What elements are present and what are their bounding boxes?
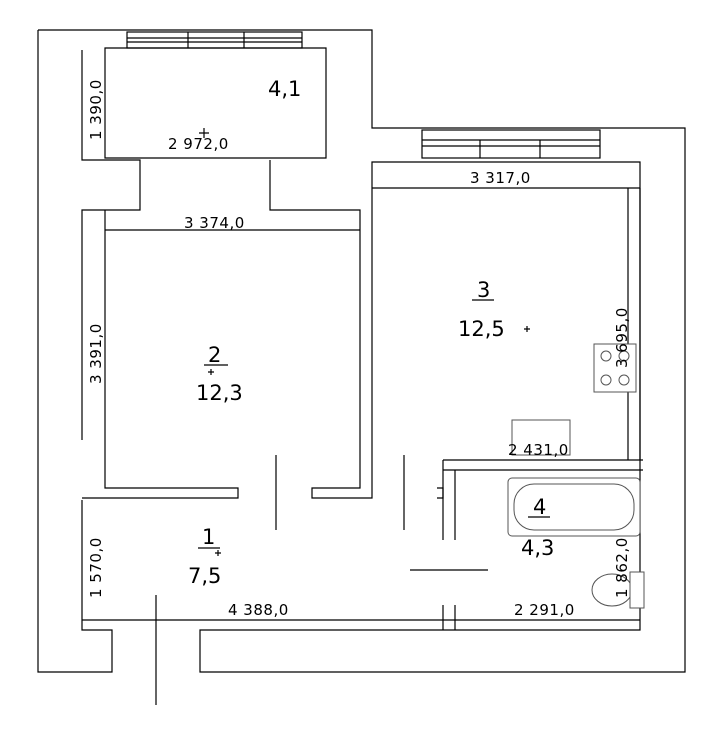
room-2-area: 12,3 xyxy=(196,381,243,405)
dim-room3-height: 3 695,0 xyxy=(613,307,631,368)
room-3-area: 12,5 xyxy=(458,317,505,341)
room-1-area: 7,5 xyxy=(188,564,221,588)
dim-balcony-height: 1 390,0 xyxy=(87,79,105,140)
window-room3 xyxy=(421,129,601,159)
room-4-number: 4 xyxy=(533,495,546,519)
dim-hall-width: 4 388,0 xyxy=(228,601,289,619)
room-1-number: 1 xyxy=(202,525,215,549)
room-markers xyxy=(198,128,550,556)
dim-room2-height: 3 391,0 xyxy=(87,323,105,384)
dim-bath-width: 2 291,0 xyxy=(514,601,575,619)
dim-room2-width: 3 374,0 xyxy=(184,214,245,232)
outer-walls xyxy=(37,29,686,673)
bathtub xyxy=(507,477,641,537)
kitchen-sink xyxy=(511,419,571,456)
room-4-area: 4,3 xyxy=(521,536,554,560)
door-lines xyxy=(155,455,488,705)
toilet xyxy=(591,571,645,609)
room-2-number: 2 xyxy=(208,343,221,367)
balcony-area: 4,1 xyxy=(268,77,301,101)
dim-hall-height: 1 570,0 xyxy=(87,537,105,598)
room-3-number: 3 xyxy=(477,278,490,302)
dim-room3-width: 3 317,0 xyxy=(470,169,531,187)
dim-balcony-width: 2 972,0 xyxy=(168,135,229,153)
dim-kitchen-partition: 2 431,0 xyxy=(508,441,569,459)
window-balcony xyxy=(126,31,303,49)
dim-bath-height: 1 862,0 xyxy=(613,537,631,598)
kitchen-stove xyxy=(593,343,637,393)
